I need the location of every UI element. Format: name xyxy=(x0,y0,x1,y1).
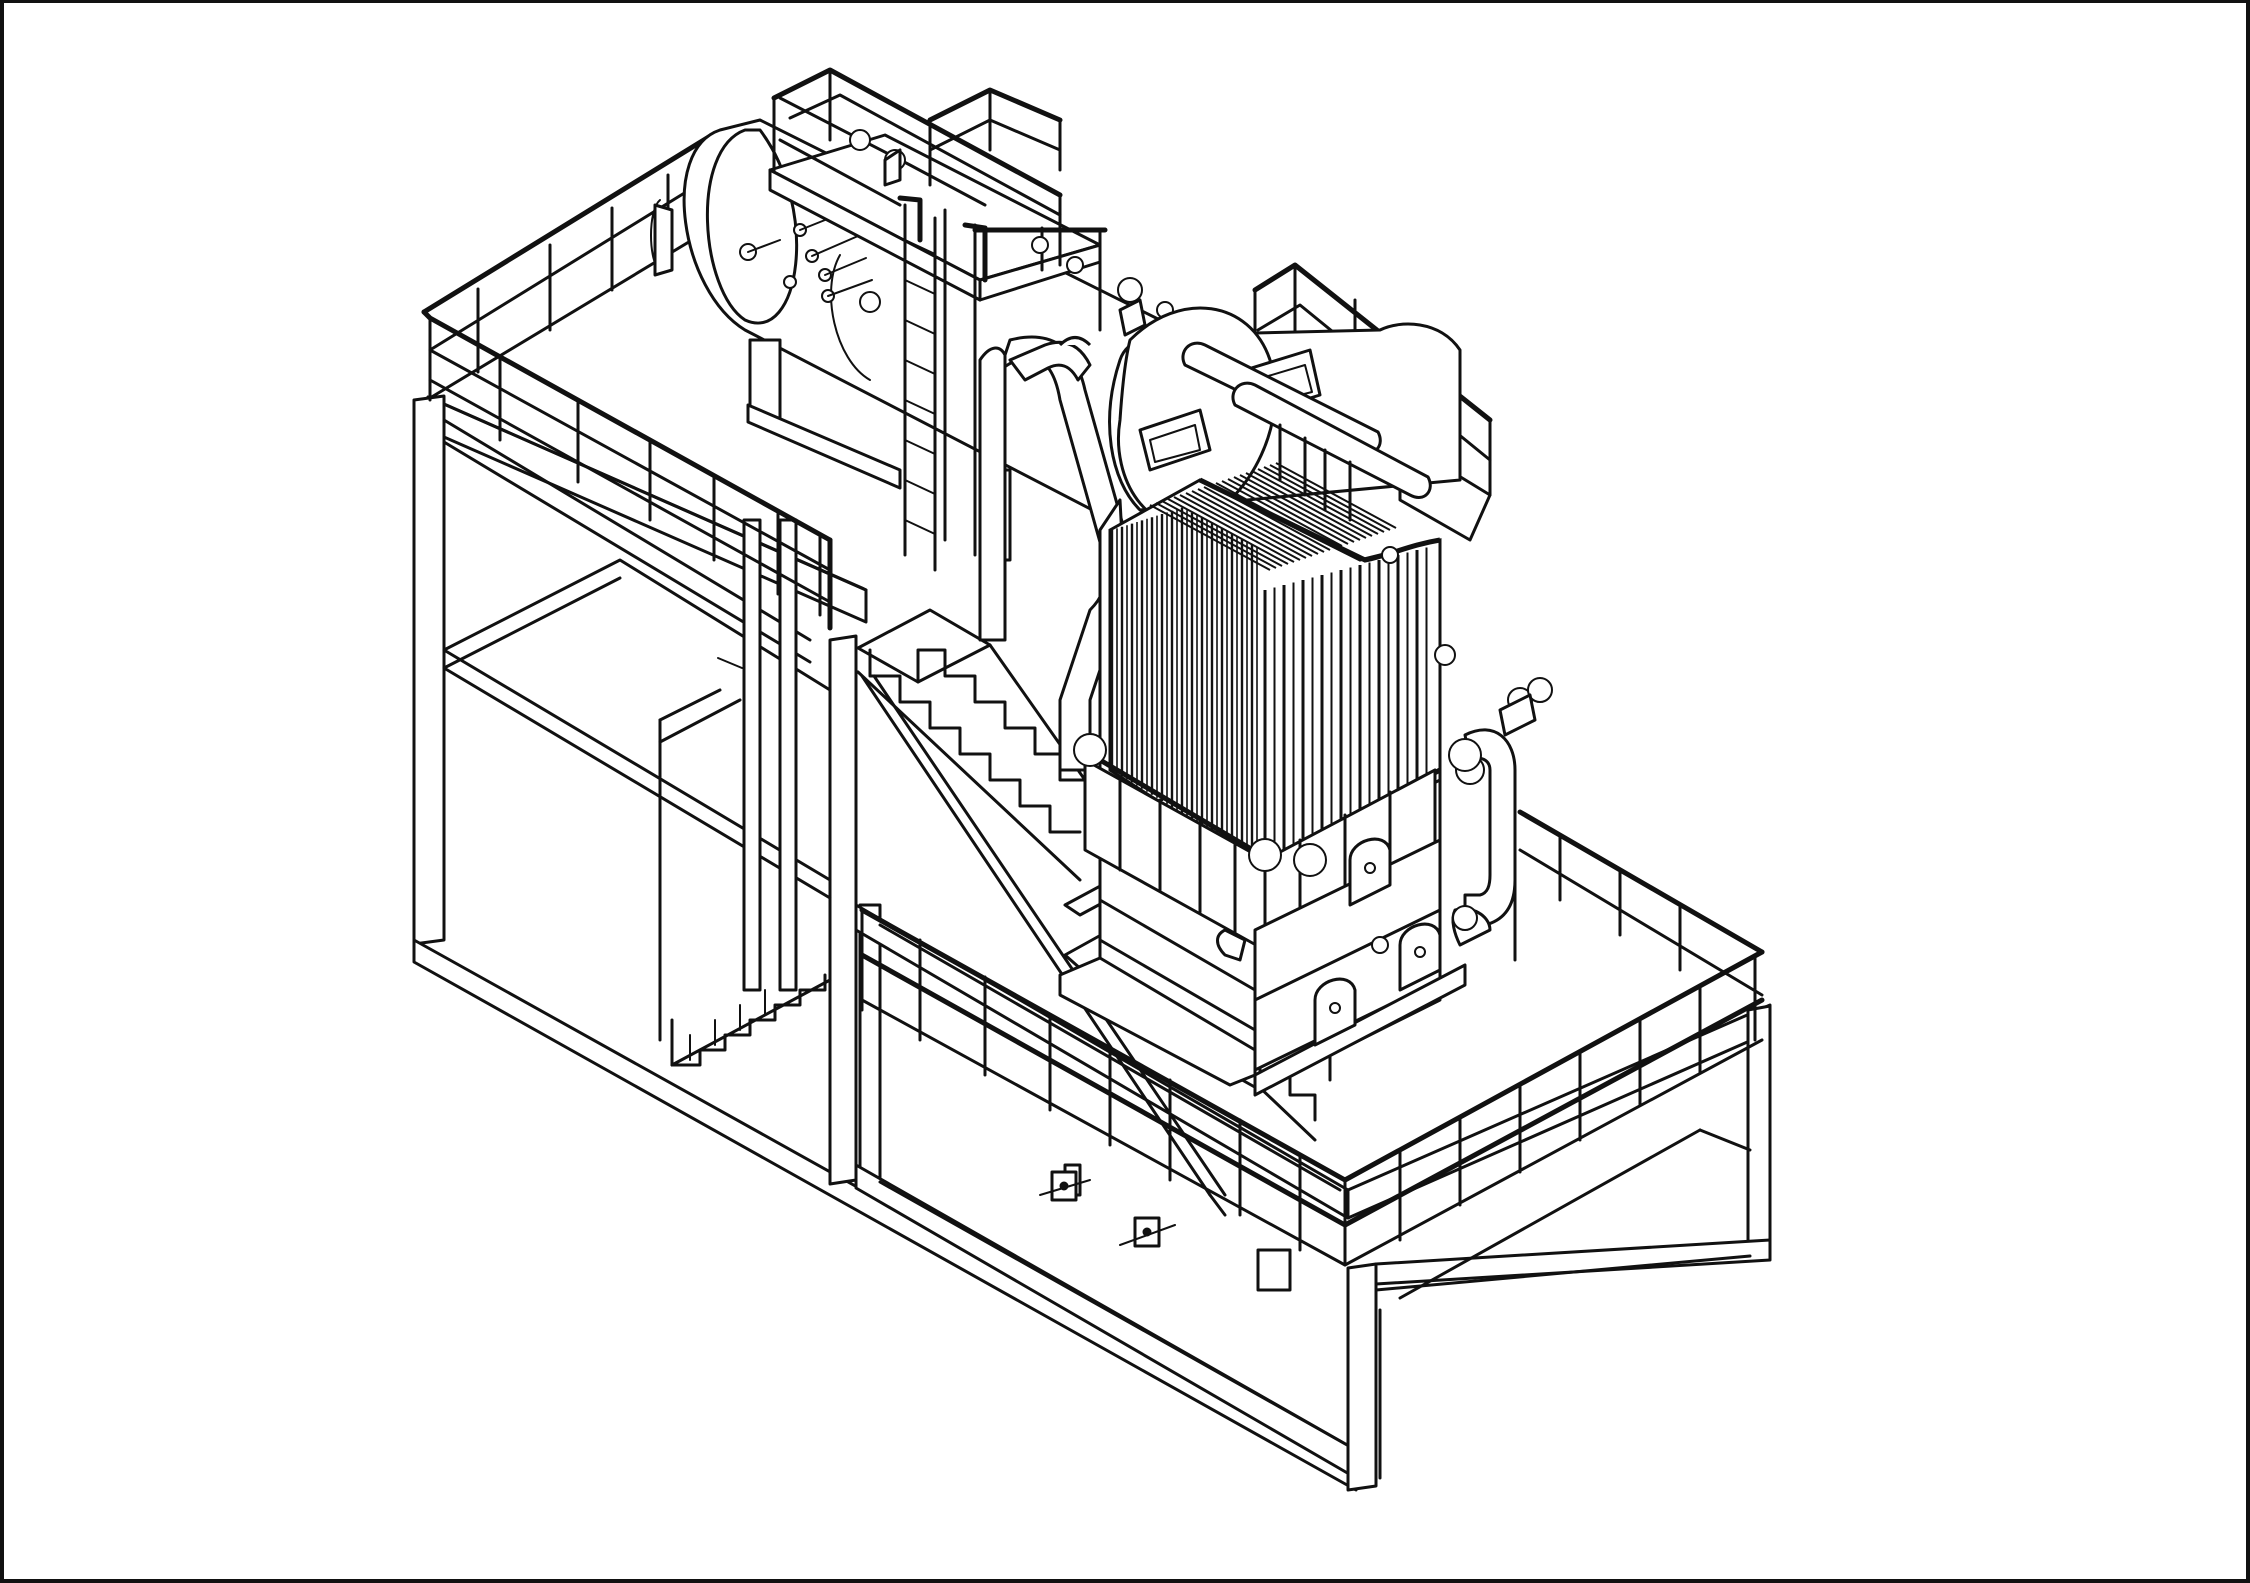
boiler-tube xyxy=(1179,494,1301,561)
boiler-tube xyxy=(1203,486,1325,553)
boiler-tube xyxy=(1275,462,1397,529)
anchor-plate xyxy=(717,657,1176,1248)
furnace-casing xyxy=(1058,733,1482,1097)
stair-icon xyxy=(670,973,832,1067)
boiler-tube xyxy=(1233,476,1355,543)
boiler-tube xyxy=(1221,480,1343,547)
handrail-icon xyxy=(768,67,1174,337)
boiler-tube xyxy=(1191,490,1313,557)
boiler-tube xyxy=(1197,488,1319,555)
boiler-tube xyxy=(1149,504,1271,571)
boiler-tube xyxy=(1155,502,1277,569)
boiler-tube xyxy=(1227,478,1349,545)
valve-icon xyxy=(650,199,881,313)
boiler-tube xyxy=(1161,500,1283,567)
boiler-tube-bank-icon xyxy=(1098,462,1442,872)
boiler-tube xyxy=(1167,498,1289,565)
boiler-tube xyxy=(1263,466,1385,533)
boiler-tube xyxy=(1257,468,1379,535)
ladder-icon xyxy=(897,195,988,572)
boiler-tube xyxy=(1185,492,1307,559)
boiler-tube xyxy=(1269,464,1391,531)
frame-icon xyxy=(412,394,1772,1492)
furnace-door-icon xyxy=(1216,837,1442,1047)
boiler-tube xyxy=(1239,474,1361,541)
boiler-tube xyxy=(1173,496,1295,563)
boiler-tube xyxy=(1245,472,1367,539)
valve-icon xyxy=(1381,546,1553,737)
boiler-tube xyxy=(1251,470,1373,537)
handrail-icon xyxy=(421,132,833,631)
